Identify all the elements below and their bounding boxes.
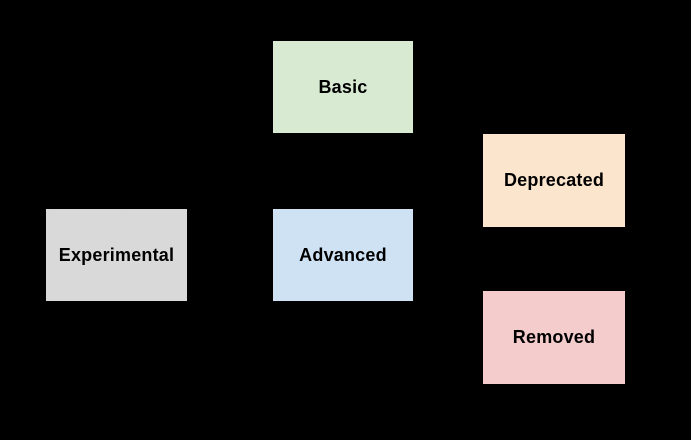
node-advanced: Advanced xyxy=(273,209,413,301)
node-label: Experimental xyxy=(58,244,175,265)
node-basic: Basic xyxy=(273,41,413,133)
node-label: Advanced xyxy=(299,244,387,265)
node-deprecated: Deprecated xyxy=(483,134,625,227)
node-experimental: Experimental xyxy=(46,209,187,301)
node-label: Basic xyxy=(318,76,368,97)
node-label: Deprecated xyxy=(503,170,605,190)
node-removed: Removed xyxy=(483,291,625,384)
node-label: Removed xyxy=(512,327,596,347)
